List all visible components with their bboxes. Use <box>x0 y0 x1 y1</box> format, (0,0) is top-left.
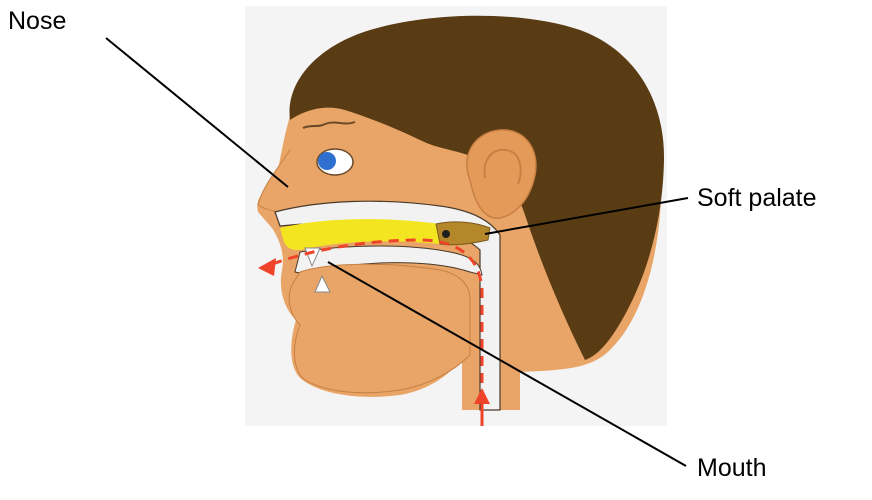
eye-icon <box>318 152 336 170</box>
label-nose: Nose <box>8 9 66 34</box>
soft-palate-marker <box>442 230 450 238</box>
label-mouth: Mouth <box>697 456 766 481</box>
label-soft-palate: Soft palate <box>697 186 817 211</box>
